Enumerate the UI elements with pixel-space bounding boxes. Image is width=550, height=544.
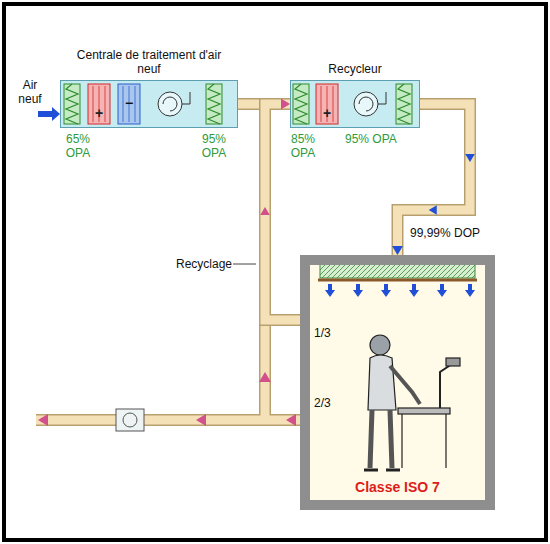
- air-duct: [260, 99, 300, 320]
- recirculation-casing: [290, 80, 420, 128]
- recirculation-casing-part: [316, 84, 338, 124]
- hepa-filter: [318, 264, 477, 280]
- hepa-filter-part: [320, 264, 475, 278]
- filter-media-part: [293, 84, 309, 124]
- operator-figure-part: [370, 410, 392, 468]
- arrowhead: [429, 205, 437, 215]
- exhaust-duct-part: [196, 414, 206, 426]
- arrowhead: [281, 99, 290, 110]
- filter-media-part: [396, 84, 412, 124]
- heating-sign: +: [316, 106, 338, 120]
- filter-grade: 95% OPA: [196, 132, 232, 160]
- air-handling-casing-part: [118, 84, 140, 124]
- fresh-air-arrow: [38, 107, 60, 121]
- filter-media-part: [208, 84, 220, 124]
- operator-figure-part: [402, 414, 446, 468]
- recirculation-casing-part: [359, 92, 386, 111]
- operator-figure: [364, 335, 460, 470]
- laminar-flow-arrows-part: [384, 284, 388, 290]
- leader-line: [233, 264, 256, 265]
- recirculation-label: Recyclage: [160, 257, 232, 271]
- laminar-flow-arrows-part: [353, 290, 363, 297]
- unit-title: Centrale de traitement d'air neuf: [60, 48, 238, 76]
- air-handling-casing: [60, 80, 238, 128]
- air-handling-unit: Centrale de traitement d'air neuf: [60, 48, 238, 128]
- laminar-flow-arrows-part: [356, 284, 360, 290]
- recirculation-unit: Recycleur: [290, 62, 420, 128]
- operator-figure-part: [440, 364, 452, 408]
- arrowhead: [392, 246, 403, 255]
- laminar-flow-arrows-part: [465, 290, 475, 297]
- operator-figure-part: [446, 358, 460, 366]
- arrowhead: [465, 154, 475, 162]
- flow-fraction: 2/3: [314, 396, 354, 410]
- filter-media: [64, 84, 412, 124]
- air-handling-casing-part: [163, 92, 190, 111]
- laminar-flow-arrows-part: [412, 284, 416, 290]
- exhaust-duct-part: [38, 414, 48, 426]
- unit-casing: [60, 80, 238, 128]
- operator-figure-part: [368, 355, 396, 410]
- hepa-filter-part: [318, 279, 477, 282]
- laminar-flow-arrows-part: [409, 290, 419, 297]
- unit-casing: [290, 80, 420, 128]
- laminar-flow-arrows: [325, 284, 475, 297]
- arrowhead: [260, 207, 270, 215]
- exhaust-duct-part: [123, 413, 137, 427]
- exhaust-duct-part: [36, 314, 300, 420]
- room-label-group: Classe ISO 7: [310, 479, 485, 496]
- cleanroom: Classe ISO 7: [300, 255, 495, 510]
- recirculation-casing-part: [354, 92, 378, 116]
- air-handling-casing-part: [158, 92, 182, 116]
- exhaust-duct-part: [116, 409, 144, 431]
- laminar-flow-arrows-part: [437, 290, 447, 297]
- exhaust-duct-part: [259, 372, 271, 382]
- operator-figure-part: [370, 335, 390, 355]
- operator-figure-part: [390, 366, 420, 404]
- filter-grade: 85% OPA: [285, 132, 321, 160]
- hepa-filter-part: [320, 264, 475, 278]
- hepa-grade: 99,99% DOP: [410, 226, 502, 240]
- laminar-flow-arrows-part: [468, 284, 472, 290]
- room-floor: [300, 255, 495, 510]
- filter-media-part: [66, 84, 78, 124]
- laminar-flow-arrows-part: [381, 290, 391, 297]
- filter-grade: 95% OPA: [345, 132, 425, 146]
- frame: [4, 4, 546, 540]
- laminar-flow-arrows-part: [325, 290, 335, 297]
- air-handling-casing-part: [60, 80, 238, 128]
- exhaust-duct-part: [36, 314, 300, 420]
- laminar-flow-arrows-part: [440, 284, 444, 290]
- unit-title: Recycleur: [290, 62, 420, 76]
- cooling-sign: −: [118, 96, 140, 110]
- operator-figure-part: [364, 469, 400, 472]
- filter-grade: 65% OPA: [60, 132, 96, 160]
- filter-media-part: [206, 84, 222, 124]
- exhaust-duct-part: [286, 414, 296, 426]
- operator-figure-part: [398, 408, 450, 414]
- heating-sign: +: [88, 106, 110, 120]
- inlet-label: Air neuf: [12, 78, 48, 106]
- laminar-flow-arrows-part: [328, 284, 332, 290]
- filter-media-part: [398, 84, 410, 124]
- flow-fraction: 1/3: [314, 326, 354, 340]
- room-class-label: Classe ISO 7: [310, 479, 485, 496]
- filter-media-part: [64, 84, 80, 124]
- air-handling-casing-part: [88, 84, 110, 124]
- exhaust-duct: [36, 314, 300, 431]
- recirculation-casing-part: [290, 80, 420, 128]
- filter-media-part: [295, 84, 307, 124]
